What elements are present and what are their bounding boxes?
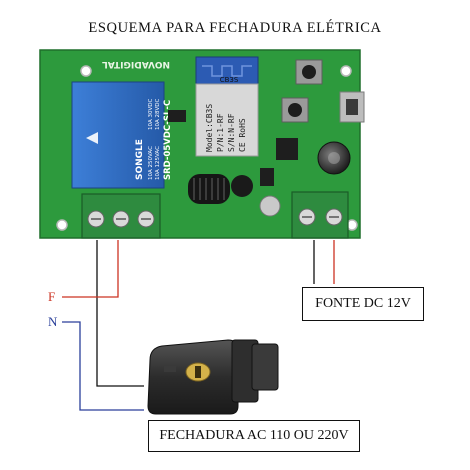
relay: SONGLE 10A 250VAC 10A 125VAC 10A 30VDC 1…	[71, 81, 173, 189]
chip-line-3: S/N:N-RF	[227, 113, 236, 152]
neutral-wire	[62, 321, 144, 411]
relay-logo-icon	[86, 132, 98, 144]
electric-lock	[147, 339, 279, 415]
mounting-hole	[56, 219, 68, 231]
diode	[260, 168, 274, 186]
power-supply-label: FONTE DC 12V	[302, 287, 424, 321]
relay-rating-2: 10A 125VAC	[155, 146, 161, 180]
push-button-bottom	[281, 97, 309, 123]
lock-button	[164, 366, 176, 372]
relay-model-text: SRD-05VDC-SL-C	[163, 100, 173, 180]
usb-opening	[346, 99, 358, 115]
phase-label: F	[48, 289, 56, 304]
diagram-title: ESQUEMA PARA FECHADURA ELÉTRICA	[88, 20, 382, 36]
chip-header-text: CB3S	[220, 76, 239, 84]
lock-label-text: FECHADURA AC 110 OU 220V	[159, 428, 349, 443]
chip-line-2: P/N:1-RF	[216, 113, 225, 152]
relay-rating-1: 10A 250VAC	[148, 146, 154, 180]
relay-rating-3: 10A 30VDC	[148, 98, 154, 130]
relay-rating-4: 10A 28VDC	[155, 98, 161, 130]
lock-label: FECHADURA AC 110 OU 220V	[148, 420, 360, 452]
chip-shield	[195, 83, 259, 157]
push-button-top	[295, 59, 323, 85]
trimmer	[259, 195, 281, 217]
lock-strike	[251, 343, 279, 391]
relay-brand-text: SONGLE	[135, 139, 145, 180]
relay-body	[71, 81, 165, 189]
power-terminal-block	[291, 191, 349, 239]
keyhole	[195, 366, 201, 378]
wifi-antenna	[195, 56, 259, 86]
brand-silkscreen: NOVADIGITAL	[102, 59, 170, 69]
chip-line-4: CE RoHS	[238, 118, 247, 152]
rf-coil-antenna	[188, 174, 230, 204]
mounting-hole	[340, 65, 352, 77]
transistor	[168, 110, 186, 122]
relay-module-board: NOVADIGITAL SONGLE 10A 250VAC 10A 125VAC…	[39, 49, 365, 239]
power-supply-text: FONTE DC 12V	[315, 296, 411, 311]
phase-wire	[62, 240, 119, 298]
chip-line-1: Model:CB3S	[205, 104, 214, 152]
ic-chip	[276, 138, 298, 160]
load-terminal-block	[81, 193, 161, 239]
wifi-module: CB3S Model:CB3S P/N:1-RF S/N:N-RF CE RoH…	[195, 56, 259, 157]
inductor	[231, 175, 253, 197]
lock-common-wire	[96, 240, 144, 387]
mounting-hole	[80, 65, 92, 77]
neutral-label: N	[48, 314, 58, 329]
